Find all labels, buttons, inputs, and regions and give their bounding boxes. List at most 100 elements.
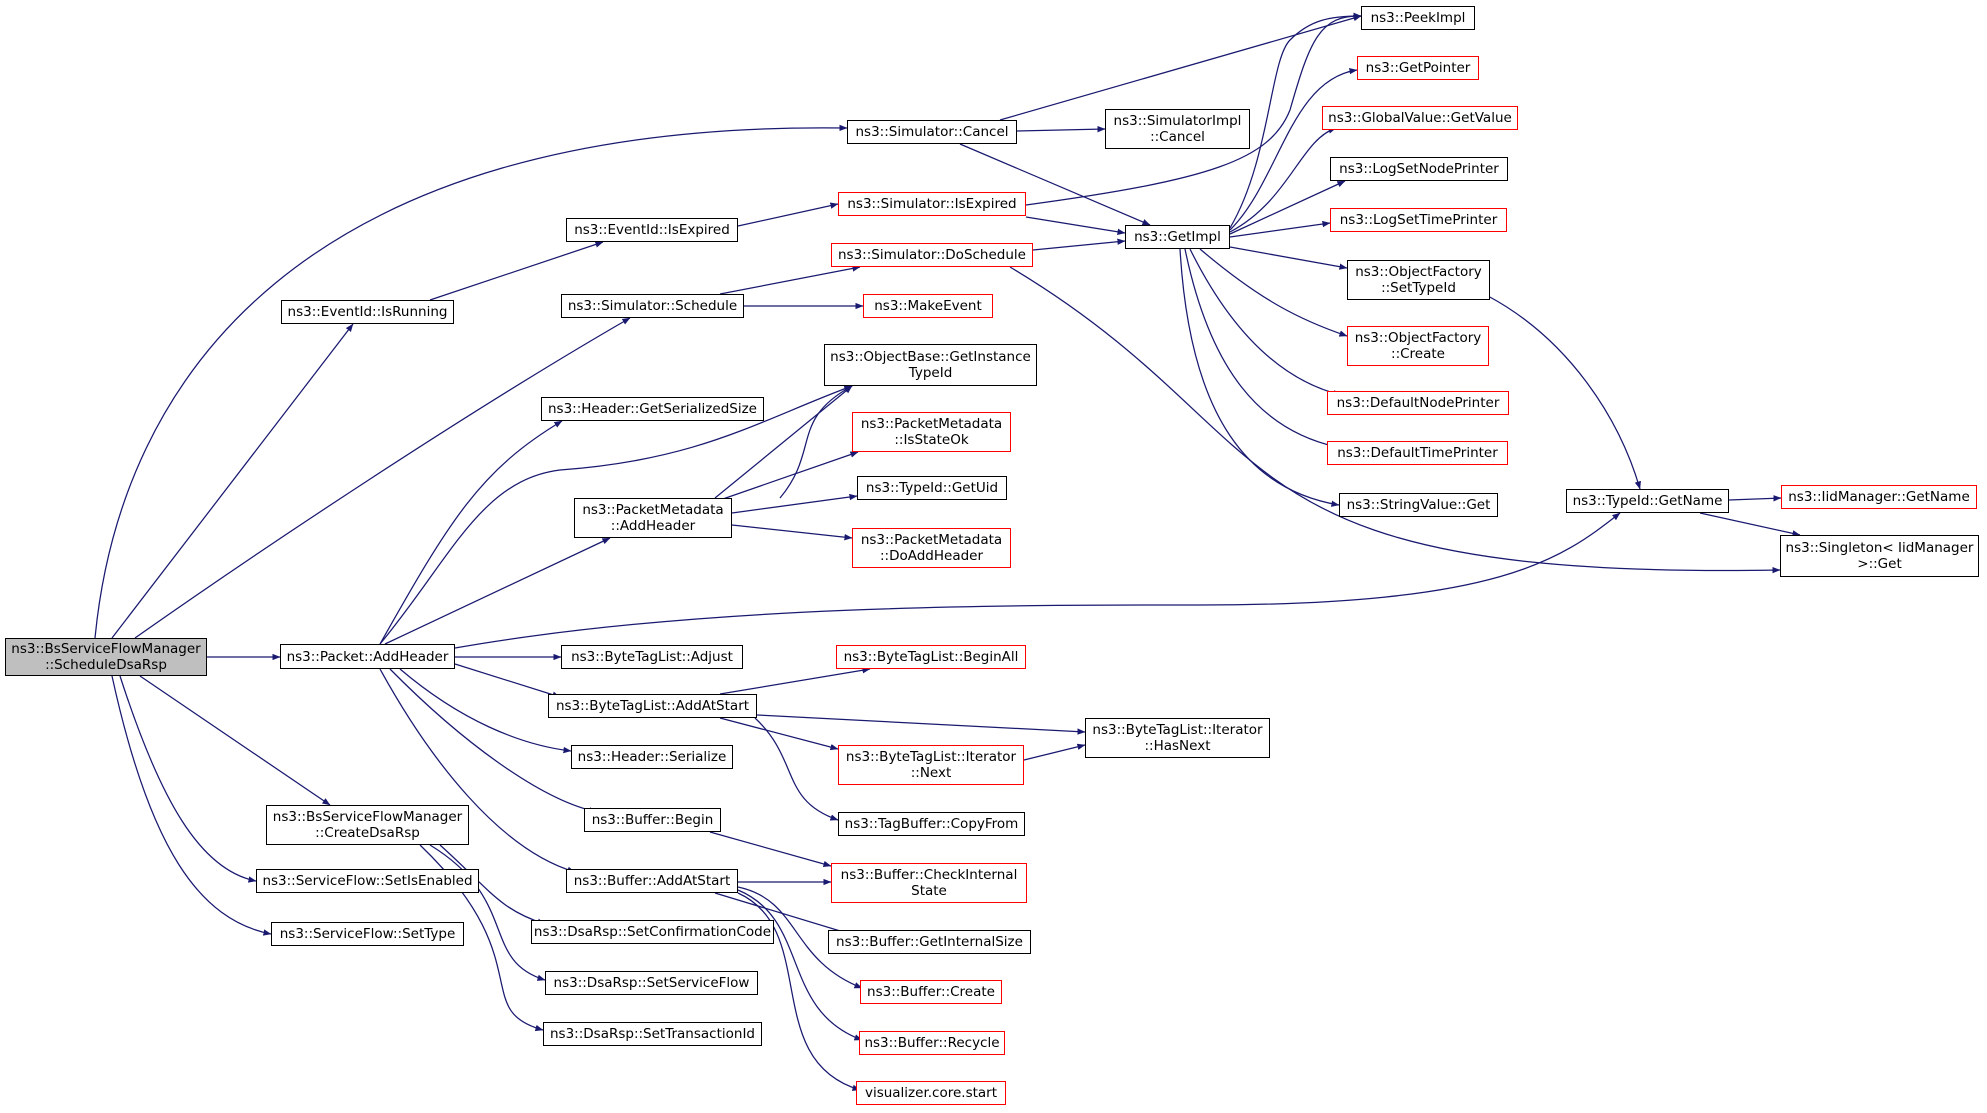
node-bytetaglist-iterator-next[interactable]: ns3::ByteTagList::Iterator ::Next xyxy=(838,745,1024,785)
node-simulator-schedule[interactable]: ns3::Simulator::Schedule xyxy=(561,294,744,318)
edge-getimpl-to-peekimpl xyxy=(1229,12,1362,229)
node-header-serialize[interactable]: ns3::Header::Serialize xyxy=(571,745,733,769)
edge-packet-addheader-to-buffer-addatstart xyxy=(379,668,576,873)
node-buffer-begin[interactable]: ns3::Buffer::Begin xyxy=(584,808,721,832)
edge-root-to-bsfm-createdsarsp xyxy=(139,675,331,806)
edge-eventid-isrunning-to-eventid-isexpired xyxy=(429,241,604,301)
node-bsserviceflowmanager-createdsarsp[interactable]: ns3::BsServiceFlowManager ::CreateDsaRsp xyxy=(266,805,469,845)
node-bytetaglist-addatstart[interactable]: ns3::ByteTagList::AddAtStart xyxy=(548,694,757,718)
edge-pm-addheader-to-typeid-getuid xyxy=(731,493,858,514)
edge-getimpl-to-defaulttimeprinter xyxy=(1184,248,1338,449)
edge-getimpl-to-stringvalue-get xyxy=(1179,248,1340,507)
edge-objectfactory-settypeid-to-typeid-getname xyxy=(1487,295,1641,490)
node-objectbase-getinstancetypeid[interactable]: ns3::ObjectBase::GetInstance TypeId xyxy=(824,344,1037,386)
edge-typeid-getname-to-iidmanager-getname xyxy=(1728,495,1782,502)
node-packet-addheader[interactable]: ns3::Packet::AddHeader xyxy=(280,644,455,669)
node-dsarsp-settransactionid[interactable]: ns3::DsaRsp::SetTransactionId xyxy=(543,1022,762,1046)
node-globalvalue-getvalue[interactable]: ns3::GlobalValue::GetValue xyxy=(1322,106,1518,130)
node-buffer-create[interactable]: ns3::Buffer::Create xyxy=(860,980,1002,1004)
edge-eventid-isexpired-to-sim-isexpired xyxy=(737,202,839,227)
edge-typeid-getname-to-singleton-get xyxy=(1699,512,1801,537)
edge-sim-isexpired-to-peekimpl xyxy=(1025,12,1362,206)
node-buffer-recycle[interactable]: ns3::Buffer::Recycle xyxy=(859,1031,1005,1055)
edge-buffer-addatstart-to-visualizer-core-start xyxy=(737,892,861,1091)
edge-buffer-begin-to-buffer-checkinternalstate xyxy=(709,831,832,868)
node-objectfactory-settypeid[interactable]: ns3::ObjectFactory ::SetTypeId xyxy=(1347,260,1490,300)
edge-packet-addheader-to-pm-addheader xyxy=(384,537,611,645)
node-peekimpl[interactable]: ns3::PeekImpl xyxy=(1361,6,1475,30)
node-dsarsp-setconfirmationcode[interactable]: ns3::DsaRsp::SetConfirmationCode xyxy=(531,920,774,944)
node-buffer-getinternalsize[interactable]: ns3::Buffer::GetInternalSize xyxy=(828,930,1031,954)
edge-root-to-eventid-isrunning xyxy=(111,323,354,639)
edge-sim-isexpired-to-getimpl xyxy=(1025,216,1126,235)
edge-getimpl-to-getpointer xyxy=(1229,67,1358,231)
node-simulator-isexpired[interactable]: ns3::Simulator::IsExpired xyxy=(838,192,1026,216)
edge-buffer-addatstart-to-buffer-create xyxy=(737,886,863,989)
node-stringvalue-get[interactable]: ns3::StringValue::Get xyxy=(1339,493,1498,517)
node-tagbuffer-copyfrom[interactable]: ns3::TagBuffer::CopyFrom xyxy=(838,812,1025,836)
edge-pm-addheader-to-objectbase-getinstancetypeid xyxy=(714,385,853,499)
node-dsarsp-setserviceflow[interactable]: ns3::DsaRsp::SetServiceFlow xyxy=(545,971,758,995)
node-packetmetadata-addheader[interactable]: ns3::PacketMetadata ::AddHeader xyxy=(574,498,732,538)
node-logsettimeprinter[interactable]: ns3::LogSetTimePrinter xyxy=(1330,208,1507,232)
edge-getimpl-to-objectfactory-settypeid xyxy=(1229,246,1348,270)
node-bytetaglist-beginall[interactable]: ns3::ByteTagList::BeginAll xyxy=(836,645,1026,669)
node-buffer-checkinternalstate[interactable]: ns3::Buffer::CheckInternal State xyxy=(831,863,1027,903)
edge-bytetaglist-iter-next-to-bytetaglist-iter-hasnext xyxy=(1023,743,1086,761)
edge-bsfm-createdsarsp-to-dsarsp-setconfirmationcode xyxy=(439,844,546,925)
node-iidmanager-getname[interactable]: ns3::IidManager::GetName xyxy=(1781,485,1977,509)
node-defaulttimeprinter[interactable]: ns3::DefaultTimePrinter xyxy=(1327,441,1508,465)
edge-root-to-sim-cancel xyxy=(94,124,848,639)
node-objectfactory-create[interactable]: ns3::ObjectFactory ::Create xyxy=(1347,326,1489,366)
edge-packet-addheader-to-objectbase-getinstancetypeid xyxy=(379,385,853,645)
edge-bsfm-createdsarsp-to-dsarsp-setserviceflow xyxy=(429,844,546,981)
edge-bytetaglist-addatstart-to-bytetaglist-iter-hasnext xyxy=(756,714,1086,735)
edge-pm-addheader-to-pm-doaddheader xyxy=(731,524,853,541)
node-makeevent[interactable]: ns3::MakeEvent xyxy=(863,294,993,318)
node-eventid-isexpired[interactable]: ns3::EventId::IsExpired xyxy=(566,218,738,242)
node-simulatorimpl-cancel[interactable]: ns3::SimulatorImpl ::Cancel xyxy=(1105,109,1250,149)
node-defaultnodeprinter[interactable]: ns3::DefaultNodePrinter xyxy=(1327,391,1509,415)
edge-sim-cancel-to-simimpl-cancel xyxy=(1016,125,1106,133)
edge-sim-cancel-to-getimpl xyxy=(959,143,1151,226)
edge-packet-addheader-to-header-getserializedsize xyxy=(379,420,563,645)
node-singleton-iidmanager-get[interactable]: ns3::Singleton< IidManager >::Get xyxy=(1780,535,1979,577)
edge-pm-addheader-to-pm-isstateok xyxy=(719,451,859,501)
node-eventid-isrunning[interactable]: ns3::EventId::IsRunning xyxy=(281,300,454,324)
node-logsetnodeprinter[interactable]: ns3::LogSetNodePrinter xyxy=(1330,157,1508,181)
edge-getimpl-to-objectfactory-create xyxy=(1199,248,1348,337)
edge-getimpl-to-logsetnodeprinter xyxy=(1229,180,1346,235)
node-packetmetadata-doaddheader[interactable]: ns3::PacketMetadata ::DoAddHeader xyxy=(852,528,1011,568)
edge-getimpl-to-globalvalue-getvalue xyxy=(1229,127,1337,233)
edge-bytetaglist-addatstart-to-bytetaglist-iter-next xyxy=(719,717,839,751)
edge-sim-doschedule-to-singleton-get xyxy=(1009,266,1781,574)
edge-packet-addheader-to-header-serialize xyxy=(399,668,572,754)
node-getpointer[interactable]: ns3::GetPointer xyxy=(1357,56,1479,80)
node-buffer-addatstart[interactable]: ns3::Buffer::AddAtStart xyxy=(566,869,738,893)
edge-packet-addheader-to-buffer-begin xyxy=(389,668,598,814)
edge-sim-cancel-to-peekimpl xyxy=(999,15,1362,121)
edge-buffer-addatstart-to-buffer-getinternalsize xyxy=(714,892,861,938)
node-serviceflow-setisenabled[interactable]: ns3::ServiceFlow::SetIsEnabled xyxy=(256,869,479,893)
node-bytetaglist-iterator-hasnext[interactable]: ns3::ByteTagList::Iterator ::HasNext xyxy=(1085,718,1270,758)
node-typeid-getname[interactable]: ns3::TypeId::GetName xyxy=(1566,489,1729,513)
edge-root-to-serviceflow-setisenabled xyxy=(119,675,257,883)
edge-root-to-serviceflow-settype xyxy=(111,675,272,936)
node-root-scheduledsarsp[interactable]: ns3::BsServiceFlowManager ::ScheduleDsaR… xyxy=(5,638,207,676)
node-typeid-getuid[interactable]: ns3::TypeId::GetUid xyxy=(857,476,1007,500)
node-simulator-cancel[interactable]: ns3::Simulator::Cancel xyxy=(847,120,1017,144)
node-bytetaglist-adjust[interactable]: ns3::ByteTagList::Adjust xyxy=(561,645,743,669)
edge-packet-addheader-to-typeid-getname xyxy=(454,512,1621,649)
node-visualizer-core-start[interactable]: visualizer.core.start xyxy=(856,1081,1006,1105)
node-getimpl[interactable]: ns3::GetImpl xyxy=(1125,225,1230,249)
node-simulator-doschedule[interactable]: ns3::Simulator::DoSchedule xyxy=(831,243,1033,267)
node-packetmetadata-isstateok[interactable]: ns3::PacketMetadata ::IsStateOk xyxy=(852,412,1011,452)
node-header-getserializedsize[interactable]: ns3::Header::GetSerializedSize xyxy=(541,397,764,421)
edge-bytetaglist-addatstart-to-bytetaglist-beginall xyxy=(719,667,871,695)
edge-getimpl-to-defaultnodeprinter xyxy=(1189,248,1342,397)
edge-packet-addheader-to-bytetaglist-addatstart xyxy=(454,663,561,698)
node-serviceflow-settype[interactable]: ns3::ServiceFlow::SetType xyxy=(271,922,464,946)
edge-root-to-sim-schedule xyxy=(134,317,631,639)
